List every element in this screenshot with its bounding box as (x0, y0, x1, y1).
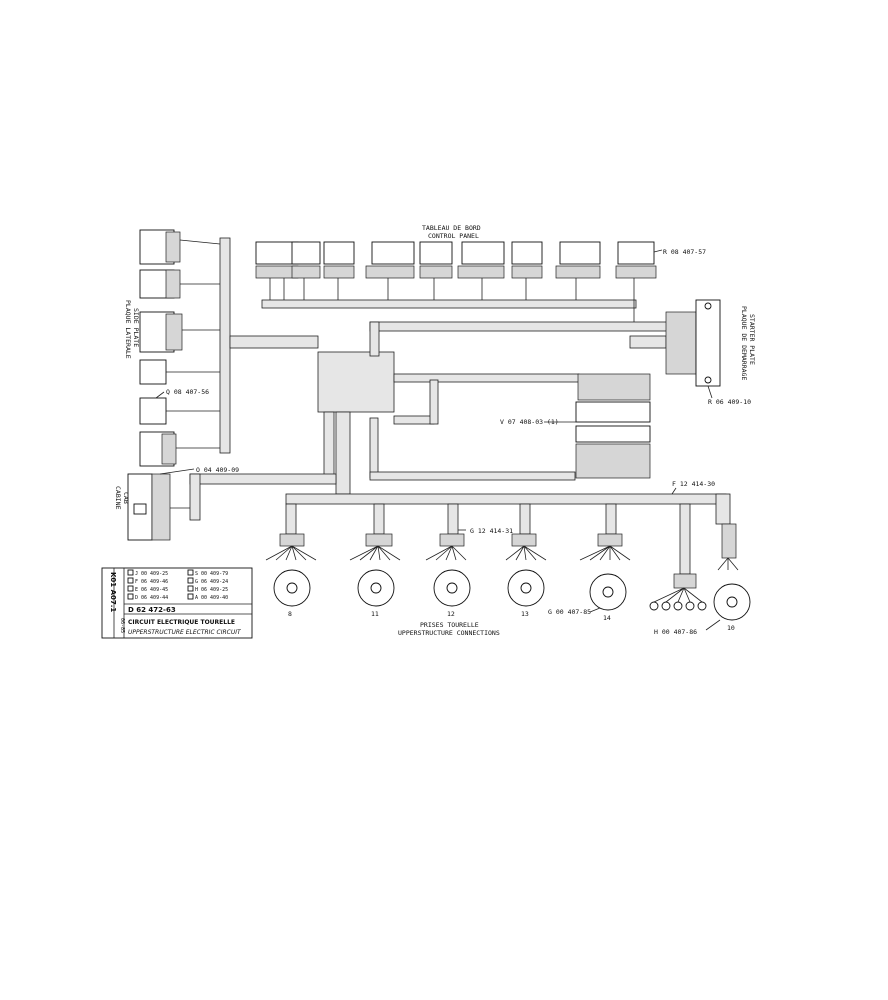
title-part-number: D 62 472-63 (128, 606, 176, 614)
cab-connector: CABINE CAB O 04 409-09 (114, 466, 239, 541)
legend-left-1: J 00 409-25 (135, 571, 168, 577)
relay-group-8 (555, 241, 601, 300)
socket-10: 10 H 00 407-86 (654, 583, 751, 636)
relay-group-4 (365, 241, 415, 300)
side-plate-block-5: Q 08 407-56 (139, 388, 220, 425)
control-panel: TABLEAU DE BORD CONTROL PANEL (255, 224, 706, 322)
callout-h00: H 00 407-86 (654, 628, 697, 636)
socket-number-14: 14 (603, 614, 611, 622)
callout-f12: F 12 414-30 (672, 480, 715, 488)
relay-group-3 (323, 241, 355, 300)
relay-group-9: R 08 407-57 (615, 241, 706, 322)
callout-g00: G 00 407-85 (548, 608, 591, 616)
legend-right-3: H 06 409-25 (195, 587, 228, 593)
side-plate-block-1 (139, 229, 221, 265)
side-plate: PLAQUE LATERALE SIDE PLATE Q 08 407-56 (124, 229, 221, 467)
legend-left-2: F 06 409-46 (135, 579, 168, 585)
legend: J 00 409-25 S 00 409-79 F 06 409-46 G 06… (127, 569, 228, 601)
socket-14: 14 G 00 407-85 (548, 573, 627, 622)
callout-o04: O 04 409-09 (196, 466, 239, 474)
socket-11: 11 (357, 569, 395, 618)
sockets-label-fr: PRISES TOURELLE (420, 621, 479, 629)
side-plate-block-6 (139, 431, 220, 467)
title-date: 06-85 (119, 618, 125, 633)
socket-number-13: 13 (521, 610, 529, 618)
sockets-label-en: UPPERSTRUCTURE CONNECTIONS (398, 629, 500, 637)
title-fr: CIRCUIT ELECTRIQUE TOURELLE (128, 619, 235, 626)
title-block: K01 A07.1 06-85 J 00 409-25 S 00 409-79 … (101, 567, 253, 639)
callout-r06: R 06 409-10 (708, 398, 751, 406)
socket-12: 12 (433, 569, 471, 618)
fanout-10 (653, 523, 739, 603)
relay-group-2 (291, 241, 321, 300)
fanout-11 (349, 533, 401, 561)
bulb-row (649, 601, 707, 611)
legend-left-4: D 06 409-44 (135, 595, 168, 601)
side-plate-label-fr: PLAQUE LATERALE (124, 300, 132, 359)
starter-plate-label-fr: PLAQUE DE DEMARRAGE (740, 306, 748, 380)
socket-13: 13 (507, 569, 545, 618)
legend-right-1: S 00 409-79 (195, 571, 228, 577)
title-code: K01 A07.1 (109, 572, 117, 612)
control-panel-label-fr: TABLEAU DE BORD (422, 224, 481, 232)
socket-number-10: 10 (727, 624, 735, 632)
legend-right-2: G 06 409-24 (195, 579, 228, 585)
socket-number-11: 11 (371, 610, 379, 618)
title-en: UPPERSTRUCTURE ELECTRIC CIRCUIT (128, 629, 242, 636)
relay-bank-v07: V 07 408-03 (1) (500, 373, 651, 479)
starter-plate: R 06 409-10 PLAQUE DE DEMARRAGE STARTER … (665, 299, 756, 406)
starter-plate-label-en: STARTER PLATE (748, 314, 756, 365)
callout-q08: Q 08 407-56 (166, 388, 209, 396)
relay-group-1 (255, 241, 299, 300)
socket-8: 8 (273, 569, 311, 618)
side-plate-block-2 (139, 269, 220, 299)
callout-r08: R 08 407-57 (663, 248, 706, 256)
control-panel-label-en: CONTROL PANEL (428, 232, 479, 240)
side-plate-block-4 (139, 359, 220, 385)
legend-left-3: E 06 409-45 (135, 587, 168, 593)
socket-number-8: 8 (288, 610, 292, 618)
relay-group-5 (419, 241, 453, 300)
side-plate-block-3 (139, 311, 220, 353)
socket-number-12: 12 (447, 610, 455, 618)
legend-right-4: A 00 409-40 (195, 595, 228, 601)
callout-g12: G 12 414-31 (470, 527, 513, 535)
side-plate-label-en: SIDE PLATE (132, 308, 140, 347)
cab-label-en: CAB (122, 492, 130, 504)
socket-fanouts (265, 523, 739, 603)
harness-trunks (189, 237, 731, 575)
cab-label-fr: CABINE (114, 486, 122, 510)
fanout-14 (579, 533, 631, 561)
fanout-13 (505, 533, 547, 561)
callout-v07: V 07 408-03 (1) (500, 418, 559, 426)
fanout-8 (265, 533, 317, 561)
relay-group-6 (457, 241, 505, 300)
relay-group-7 (511, 241, 543, 300)
fanout-12 (425, 533, 467, 561)
central-junction-box (317, 351, 395, 413)
